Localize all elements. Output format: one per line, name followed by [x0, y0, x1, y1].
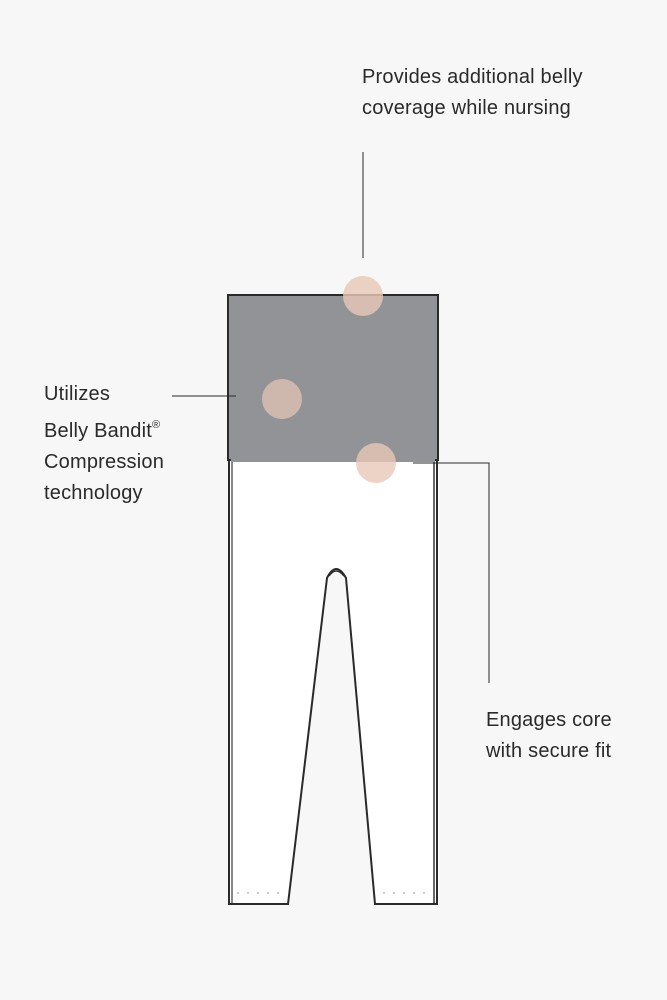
waistband: [227, 294, 439, 461]
callout-dot-right: [356, 443, 396, 483]
callout-left-line: technology: [44, 482, 143, 504]
callout-top-line: Provides additional belly: [362, 66, 583, 88]
crotch-seam: [328, 570, 345, 577]
hem-stitching: [237, 892, 425, 894]
callout-right-line: Engages core: [486, 709, 612, 731]
callout-top-text: Provides additional belly coverage while…: [362, 62, 583, 124]
callout-left-line: Compression: [44, 451, 165, 473]
callout-left-text: Utilizes Belly Bandit® Compression techn…: [44, 379, 164, 509]
callout-right-line: with secure fit: [486, 740, 612, 762]
registered-mark: ®: [152, 419, 161, 431]
callout-left-line: Belly Bandit: [44, 420, 153, 442]
callout-dot-left: [262, 379, 302, 419]
callout-top-line: coverage while nursing: [362, 97, 571, 119]
callout-dot-top: [343, 276, 383, 316]
leggings-legs: [228, 459, 438, 905]
callout-right-text: Engages core with secure fit: [486, 705, 612, 767]
leader-line-right: [413, 462, 490, 683]
callout-left-line: Utilizes: [44, 383, 111, 405]
waistband-bottom-edge: [231, 459, 435, 462]
